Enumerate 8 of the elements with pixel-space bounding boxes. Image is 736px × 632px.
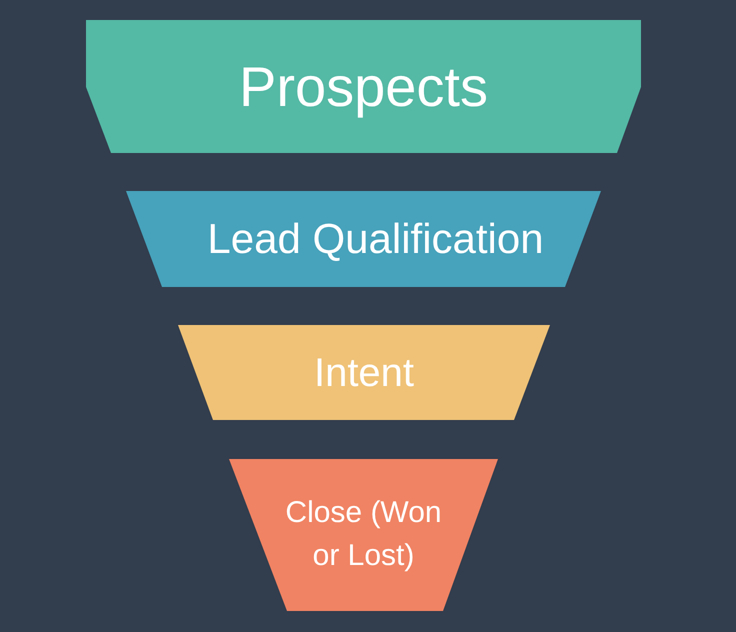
funnel-stage	[126, 191, 601, 287]
stage-label: Prospects	[239, 54, 488, 120]
funnel-stage	[178, 325, 550, 420]
stage-label: Intent	[314, 350, 414, 396]
funnel-stage	[86, 20, 641, 153]
funnel-stage	[229, 459, 498, 611]
stage-label: Close (Won or Lost)	[284, 495, 443, 574]
stage-label: Lead Qualification	[206, 214, 544, 264]
